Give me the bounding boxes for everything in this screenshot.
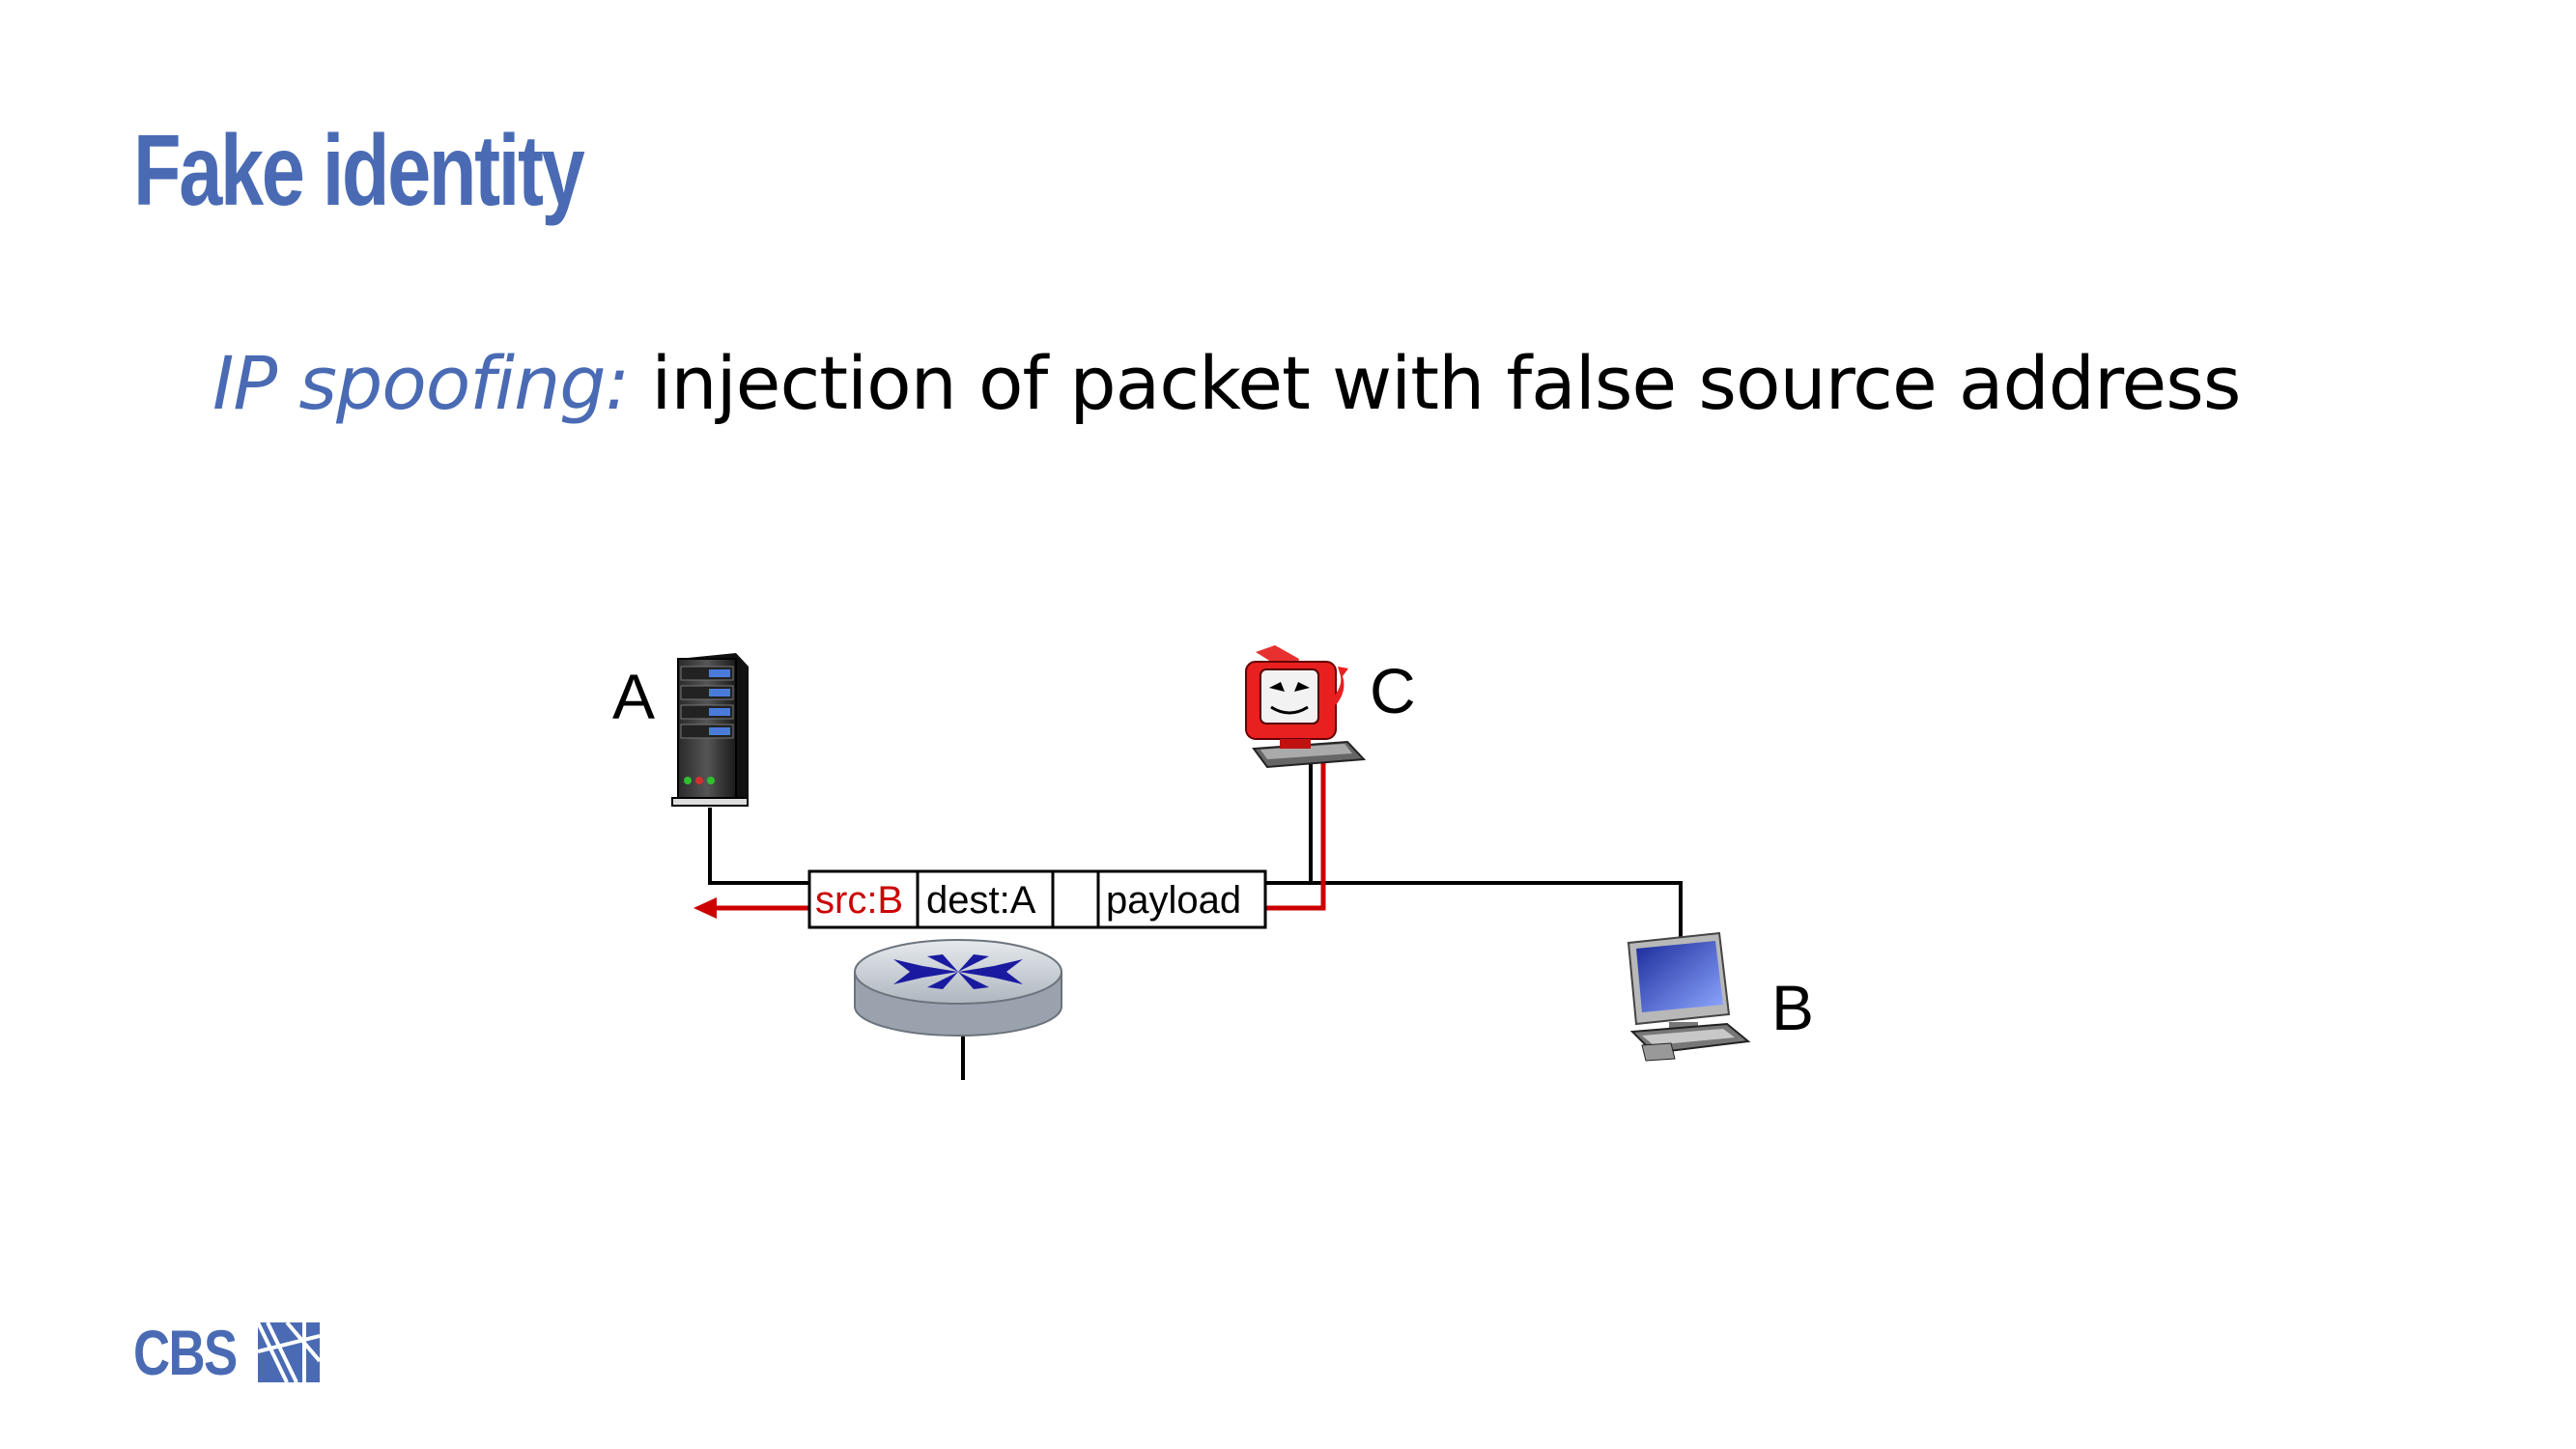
router-icon (854, 939, 1062, 1037)
node-label-c: C (1370, 655, 1416, 726)
packet: src:B dest:A payload (807, 869, 1267, 929)
subtitle-term: IP spoofing: (212, 340, 630, 426)
packet-payload: payload (1106, 879, 1241, 922)
spoof-line-from-c (1263, 758, 1326, 911)
logo-mark-icon (258, 1322, 321, 1382)
packet-src: src:B (815, 879, 903, 922)
cbs-logo: CBS (133, 1316, 321, 1389)
network-links (708, 758, 1683, 1080)
spoofed-path (710, 758, 1326, 911)
node-label-a: A (612, 661, 655, 732)
slide-subtitle: IP spoofing: injection of packet with fa… (212, 340, 2241, 426)
subtitle-text: injection of packet with false source ad… (629, 340, 2241, 426)
logo-text: CBS (133, 1317, 238, 1388)
slide-title: Fake identity (133, 115, 585, 227)
spoof-arrow-head (694, 897, 717, 919)
link-a-router (708, 808, 817, 885)
link-packet-b (1263, 881, 1683, 939)
attacker-icon (1245, 645, 1367, 769)
server-icon (671, 653, 749, 807)
computer-icon (1627, 931, 1751, 1062)
packet-dest: dest:A (926, 879, 1036, 922)
node-label-b: B (1771, 972, 1814, 1043)
